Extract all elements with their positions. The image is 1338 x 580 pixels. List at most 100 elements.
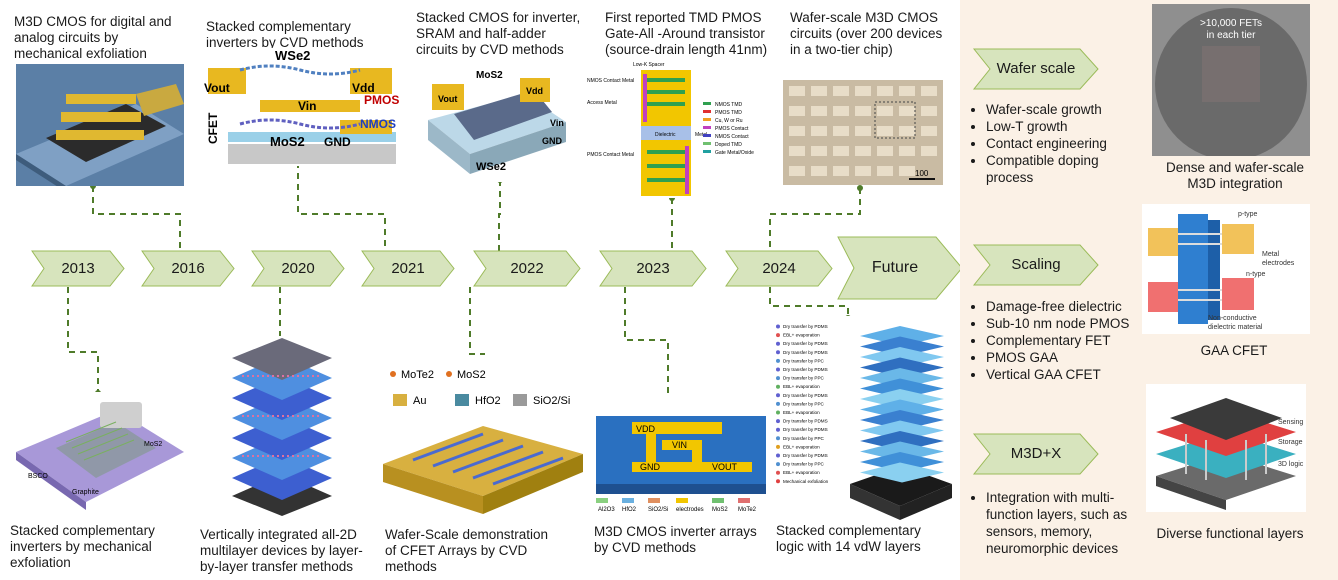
vdw-step-dot	[776, 350, 780, 355]
label-access: Access Metal	[587, 100, 617, 106]
vdw-step-label: Dry transfer by PDMS	[783, 393, 828, 398]
bullet: Low-T growth	[986, 118, 1156, 135]
vdw-step-dot	[776, 333, 780, 338]
svg-text:n-type: n-type	[1246, 271, 1266, 278]
svg-text:p-type: p-type	[1238, 211, 1258, 218]
vdw-layer	[860, 431, 944, 451]
caption-gaa-cfet: GAA CFET	[1200, 343, 1268, 358]
timeline-step-2024: 2024	[724, 250, 834, 287]
timeline-year: 2020	[281, 260, 315, 277]
image-wafer: >10,000 FETs in each tier	[1152, 4, 1310, 156]
direction-wafer-scale: Wafer scale	[972, 48, 1100, 95]
svg-text:SiO2/Si: SiO2/Si	[648, 507, 668, 513]
vdw-step-dot	[776, 470, 780, 475]
vdw-layer	[860, 347, 944, 367]
timeline-year: 2021	[391, 260, 425, 277]
vdw-layer	[860, 462, 944, 483]
direction-label: M3D+X	[1010, 445, 1062, 462]
timeline-year: 2013	[61, 260, 95, 277]
svg-text:Cu, W or Ru: Cu, W or Ru	[715, 118, 743, 124]
vdw-layer	[860, 399, 944, 420]
svg-text:Non-conductive: Non-conductive	[1208, 315, 1257, 322]
timeline-year: 2024	[762, 260, 796, 277]
timeline-year: Future	[871, 259, 919, 276]
vdw-step-label: Dry transfer by PDMS	[783, 324, 828, 329]
vdw-step-dot	[776, 384, 780, 389]
label-mos2: MoS2	[144, 441, 162, 448]
label-pmos-contact: PMOS Contact Metal	[587, 152, 634, 158]
vdw-step-label: EBL+ evaporation	[783, 333, 820, 338]
image-vertical-multilayer	[222, 336, 340, 516]
vdw-step-dot	[776, 436, 780, 441]
timeline-step-2013: 2013	[30, 250, 126, 287]
vdw-step-dot	[776, 367, 780, 372]
label-low-k: Low-K Spacer	[633, 62, 665, 68]
vdw-step-label: Dry transfer by PPC	[783, 401, 825, 406]
vdw-step-dot	[776, 410, 780, 415]
bullet: PMOS GAA	[986, 349, 1166, 366]
caption-2022-bottom: Wafer-Scale demonstration of CFET Arrays…	[385, 527, 549, 574]
svg-text:3D logic: 3D logic	[1278, 461, 1304, 468]
caption-2013-top: M3D CMOS for digital and analog circuits…	[14, 14, 172, 61]
timeline-step-2021: 2021	[360, 250, 456, 287]
image-exfoliation-inverter: BSCO Graphite MoS2	[16, 392, 184, 510]
svg-text:GND: GND	[640, 462, 661, 472]
label-wse2: WSe2	[275, 48, 310, 63]
image-functional-layers: Sensing Storage 3D logic	[1146, 384, 1306, 512]
svg-text:electrodes: electrodes	[1262, 260, 1295, 267]
vdw-step-label: Dry transfer by PPC	[783, 376, 825, 381]
vdw-step-dot	[776, 444, 780, 449]
vdw-step-dot	[776, 479, 780, 484]
vdw-step-label: Dry transfer by PDMS	[783, 367, 828, 372]
label-vdd: Vdd	[526, 86, 543, 96]
timeline-year: 2023	[636, 260, 670, 277]
bullet: Compatible doping process	[986, 152, 1156, 186]
caption-2024-top: Wafer-scale M3D CMOS circuits (over 200 …	[790, 10, 943, 57]
connector-2024-top	[769, 188, 861, 252]
svg-text:MoTe2: MoTe2	[738, 507, 757, 513]
label-mos2: MoS2	[476, 70, 503, 81]
vdw-layer	[860, 357, 944, 378]
vdw-layer	[860, 420, 944, 441]
vdw-step-label: Dry transfer by PDMS	[783, 419, 828, 424]
m3dx-bullets: Integration with multi- function layers,…	[968, 489, 1166, 557]
vdw-step-label: EBL+ evaporation	[783, 444, 820, 449]
svg-text:VDD: VDD	[636, 424, 656, 434]
caption-2024-bottom: Stacked complementary logic with 14 vdW …	[776, 523, 921, 554]
image-wafer-micrograph: 100	[783, 80, 943, 185]
svg-text:Au: Au	[413, 395, 426, 407]
vdw-step-label: Dry transfer by PPC	[783, 358, 825, 363]
image-stacked-cmos: MoS2 Vout Vdd Vin GND WSe2	[424, 64, 569, 182]
bullet: Sub-10 nm node PMOS	[986, 315, 1166, 332]
timeline-step-future: Future	[836, 236, 964, 300]
timeline-step-2020: 2020	[250, 250, 346, 287]
label-vin: Vin	[550, 118, 564, 128]
image-m3d-exfoliation	[16, 64, 184, 186]
connector-2021-top	[297, 162, 386, 252]
label-pmos: PMOS	[364, 93, 399, 107]
vdw-layer	[860, 368, 944, 388]
svg-text:Storage: Storage	[1278, 439, 1303, 446]
bullet: Complementary FET	[986, 332, 1166, 349]
caption-wafer: Dense and wafer-scale M3D integration	[1165, 160, 1305, 191]
scaling-bullets: Damage-free dielectric Sub-10 nm node PM…	[968, 298, 1166, 383]
caption-2023-top: First reported TMD PMOS Gate-All -Around…	[605, 10, 768, 57]
label-vdd: Vdd	[352, 81, 375, 95]
vdw-step-dot	[776, 427, 780, 432]
svg-text:Sensing: Sensing	[1278, 419, 1303, 426]
vdw-layer	[860, 452, 944, 472]
caption-2023-bottom: M3D CMOS inverter arrays by CVD methods	[594, 524, 757, 555]
vdw-layer	[860, 389, 944, 409]
svg-text:PMOS TMD: PMOS TMD	[715, 110, 742, 116]
timeline-step-2023: 2023	[598, 250, 708, 287]
image-inverter-arrays: VDD VIN GND VOUT Al2O3 HfO2 SiO2/Si elec…	[592, 396, 770, 514]
svg-text:HfO2: HfO2	[622, 507, 637, 513]
wafer-text-1: >10,000 FETs	[1200, 18, 1262, 29]
svg-text:VIN: VIN	[672, 440, 687, 450]
label-mos2: MoS2	[270, 134, 305, 149]
vdw-step-dot	[776, 324, 780, 329]
caption-functional-layers: Diverse functional layers	[1156, 526, 1304, 541]
image-cfet-diagram: WSe2 Vout Vdd PMOS Vin NMOS CFET MoS2 GN…	[200, 48, 405, 166]
connector-2022-top	[498, 180, 501, 252]
